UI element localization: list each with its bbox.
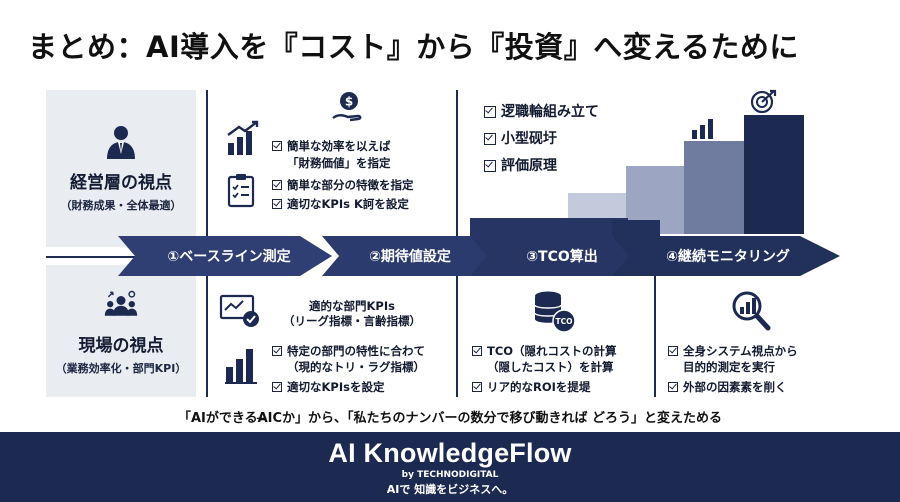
checkbox-icon: [484, 133, 496, 145]
svg-text:$: $: [345, 95, 353, 109]
baseline-top-item-1: 簡単な効率を以えば: [272, 139, 391, 153]
target-icon: [750, 89, 777, 114]
page-title: まとめ：AI導入を『コスト』から『投資』へ変えるために: [28, 30, 799, 64]
checkbox-icon: [272, 199, 282, 209]
tco-bottom-item-2: （隠したコスト）を計算: [487, 360, 614, 374]
growth-bars-icon: [225, 349, 257, 384]
executive-subtitle: （財務成果・全体最適）: [60, 199, 182, 212]
tagline: 「AIができるA̶ICか」から、「私たちのナンバーの数分で移び動きれば どろう」…: [177, 411, 723, 426]
step-1-label: ①ベースライン測定: [167, 248, 290, 265]
database-icon: TCO: [534, 291, 576, 333]
businessman-icon: [107, 126, 135, 159]
footer-banner: AI KnowledgeFlow by TECHNODIGITAL AIで 知識…: [0, 432, 900, 502]
baseline-bottom-heading: 適的な部門KPIs （リーグ指標・言齢指標）: [283, 299, 421, 328]
checkbox-icon: [272, 141, 282, 151]
field-perspective-panel: 現場の視点 （業務効率化・部門KPI）: [46, 265, 196, 397]
checkbox-icon: [272, 382, 282, 392]
checkbox-icon: [272, 346, 282, 356]
magnifier-chart-icon: [732, 291, 771, 331]
process-baseline-left: [46, 256, 136, 258]
checkbox-icon: [484, 160, 496, 172]
baseline-bottom-item-3: 適切なKPIsを設定: [272, 380, 384, 394]
step-2-label: ②期待値設定: [369, 248, 451, 265]
tco-top-item-2: 小型砚圩: [484, 131, 557, 148]
arrow-step-4: [612, 236, 840, 276]
checkbox-icon: [668, 346, 678, 356]
checkbox-icon: [668, 382, 678, 392]
tco-bottom-item-3: リア的なROIを提堤: [472, 380, 590, 394]
checkbox-icon: [472, 346, 482, 356]
field-subtitle: （業務効率化・部門KPI）: [55, 361, 187, 375]
stair-bar-chart-icon: [692, 119, 713, 139]
field-title: 現場の視点: [78, 335, 164, 356]
executive-perspective-panel: 経営層の視点 （財務成果・全体最適）: [46, 90, 196, 247]
arrow-step-2: [322, 236, 502, 276]
checkbox-icon: [484, 106, 496, 118]
baseline-top-item-2: 「財務価値」を指定: [287, 156, 391, 170]
clipboard-icon: [227, 174, 255, 208]
divider-right: [654, 268, 656, 397]
stair-step-5: [744, 115, 804, 234]
brand-slogan: AIで 知識をビジネスへ。: [386, 483, 514, 496]
team-icon: [104, 290, 138, 316]
brand-by: by TECHNODIGITAL: [401, 470, 499, 480]
process-diagram: ①ベースライン測定 ②期待値設定 ③TCO算出 ④継続モニタリング: [118, 115, 840, 276]
tco-bottom-item-1: TCO（隠れコストの計算: [472, 344, 617, 358]
checkbox-icon: [272, 180, 282, 190]
process-arrows: ①ベースライン測定 ②期待値設定 ③TCO算出 ④継続モニタリング: [118, 218, 840, 276]
tco-badge-text: TCO: [556, 317, 573, 326]
money-hand-icon: $: [332, 92, 362, 122]
monitoring-item-3: 外部の因素素を削く: [668, 380, 787, 394]
baseline-bottom-item-1: 特定の部門の特性に合わて: [272, 344, 425, 358]
step-3-label: ③TCO算出: [526, 248, 598, 265]
monitor-check-icon: [219, 294, 259, 327]
checkbox-icon: [472, 382, 482, 392]
tco-top-item-3: 評価原理: [484, 158, 557, 175]
stair-step-4: [684, 141, 746, 234]
baseline-top-item-3: 簡単な部分の特徴を指定: [272, 178, 414, 192]
baseline-top-item-4: 適切なKPIs K訶を設定: [272, 197, 409, 211]
arrow-step-3: [470, 236, 646, 276]
bar-chart-icon: [227, 120, 259, 155]
tco-top-item-1: 逻職輪組み立て: [484, 104, 599, 121]
monitoring-item-1: 全身システム視点から: [668, 344, 798, 358]
executive-title: 経営層の視点: [70, 173, 172, 193]
baseline-bottom-item-2: （現的なトリ・ラグ指標）: [287, 360, 425, 374]
monitoring-item-2: 目的的測定を実行: [683, 360, 775, 374]
step-4-label: ④継続モニタリング: [666, 248, 790, 265]
arrow-step-1: [118, 236, 332, 276]
brand-name: AI KnowledgeFlow: [328, 438, 572, 468]
